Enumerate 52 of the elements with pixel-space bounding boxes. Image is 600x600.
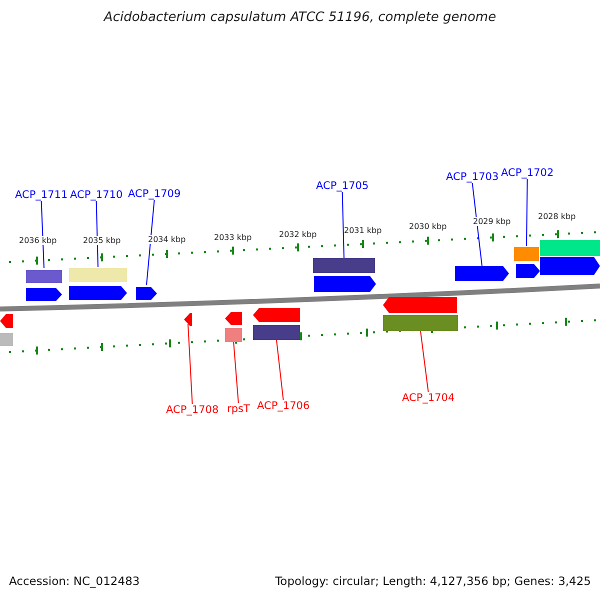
gene-label: rpsT bbox=[227, 403, 250, 415]
gene-feature bbox=[455, 266, 509, 281]
gene-label: ACP_1704 bbox=[402, 392, 455, 404]
cog-bar bbox=[253, 325, 300, 340]
cog-bar bbox=[225, 327, 242, 341]
gene-label: ACP_1703 bbox=[446, 171, 499, 183]
gene-feature bbox=[184, 311, 192, 324]
gene-feature bbox=[69, 285, 127, 299]
scale-label: 2034 kbp bbox=[148, 235, 186, 244]
leader-line bbox=[233, 340, 239, 404]
leader-line bbox=[526, 178, 528, 246]
leader-line bbox=[472, 182, 482, 266]
gene-label: ACP_1709 bbox=[128, 188, 181, 200]
leader-line bbox=[40, 200, 44, 268]
accession-text: Accession: NC_012483 bbox=[9, 574, 140, 588]
cog-bar bbox=[313, 258, 375, 273]
scale-label: 2033 kbp bbox=[214, 233, 252, 242]
scale-label: 2028 kbp bbox=[538, 212, 576, 221]
cog-bar bbox=[514, 246, 539, 260]
gene-feature bbox=[516, 263, 540, 277]
scale-label: 2031 kbp bbox=[344, 226, 382, 235]
gene-label: ACP_1710 bbox=[70, 189, 123, 201]
gene-label: ACP_1706 bbox=[257, 400, 310, 412]
scale-label: 2036 kbp bbox=[19, 236, 57, 245]
leader-line bbox=[96, 200, 98, 268]
leader-line bbox=[342, 192, 344, 258]
gene-feature bbox=[225, 310, 242, 323]
gene-feature bbox=[383, 297, 457, 313]
leader-line bbox=[420, 330, 429, 392]
gene-label: ACP_1708 bbox=[166, 404, 219, 416]
gene-feature bbox=[253, 307, 300, 321]
gene-feature bbox=[136, 285, 157, 298]
gene-label: ACP_1711 bbox=[15, 189, 68, 201]
cog-bar bbox=[383, 315, 458, 331]
leader-line bbox=[276, 340, 284, 400]
scale-label: 2035 kbp bbox=[83, 236, 121, 245]
scale-label: 2032 kbp bbox=[279, 230, 317, 239]
title: Acidobacterium capsulatum ATCC 51196, complete genome bbox=[102, 10, 498, 25]
cog-bar bbox=[69, 267, 127, 281]
scale-label: 2030 kbp bbox=[409, 222, 447, 231]
cog-bar bbox=[0, 331, 13, 344]
genome-info-text: Topology: circular; Length: 4,127,356 bp; Genes: 3,425 bbox=[275, 574, 591, 588]
gene-feature bbox=[0, 313, 13, 327]
cog-bar bbox=[26, 268, 62, 281]
leader-line bbox=[188, 324, 193, 404]
leader-line bbox=[146, 200, 155, 286]
cog-bar bbox=[540, 240, 600, 256]
scale-label: 2029 kbp bbox=[473, 217, 511, 226]
gene-label: ACP_1705 bbox=[316, 180, 369, 192]
gene-label: ACP_1702 bbox=[501, 167, 554, 179]
gene-feature bbox=[314, 276, 376, 292]
gene-feature bbox=[26, 286, 62, 299]
